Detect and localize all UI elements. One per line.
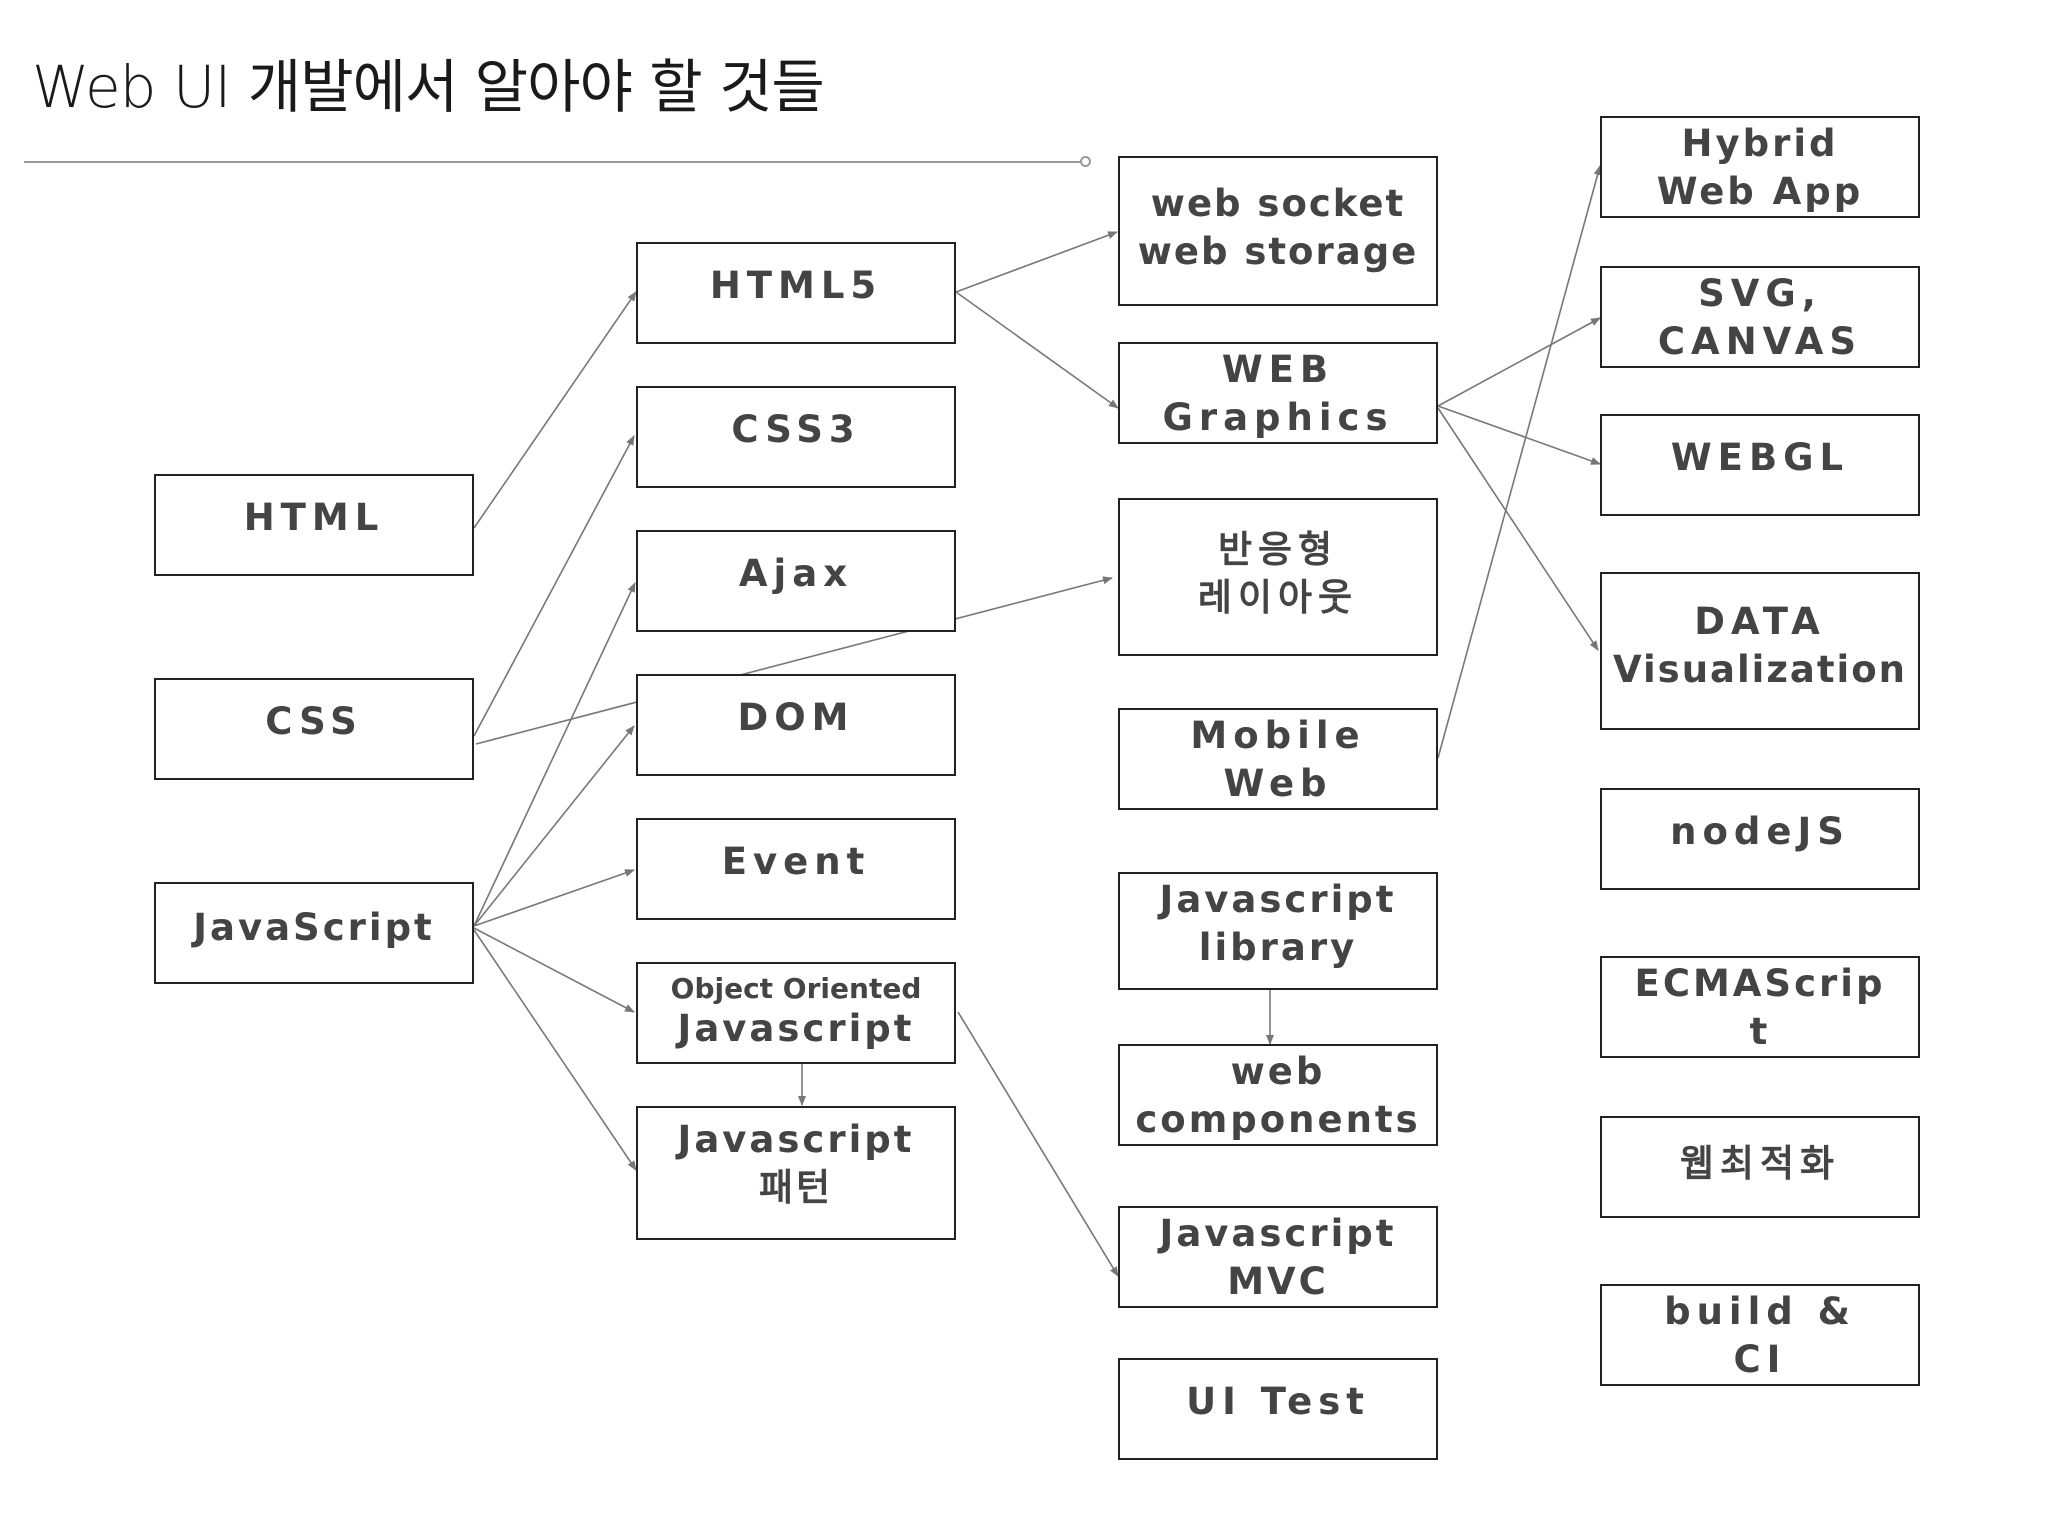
node-ajax: Ajax bbox=[636, 530, 956, 632]
node-jspattern-label-2: 패턴 bbox=[758, 1166, 834, 1209]
node-buildci-label-2: CI bbox=[1733, 1338, 1787, 1381]
node-uitest: UI Test bbox=[1118, 1358, 1438, 1460]
edge-oojs-jsmvc bbox=[957, 1011, 1119, 1277]
title-divider-endpoint bbox=[1080, 156, 1091, 167]
edge-css-css3 bbox=[473, 435, 635, 737]
node-svgcanvas-label-1: SVG, bbox=[1698, 272, 1822, 315]
node-javascript-label: JavaScript bbox=[193, 906, 435, 949]
node-ajax-label: Ajax bbox=[738, 552, 854, 595]
node-ecmascript-label-2: t bbox=[1749, 1010, 1771, 1053]
node-responsive: 반응형 레이아웃 bbox=[1118, 498, 1438, 656]
node-mobileweb: Mobile Web bbox=[1118, 708, 1438, 810]
node-css3-label: CSS3 bbox=[731, 408, 861, 451]
edge-webgraphics-dataviz bbox=[1437, 407, 1599, 651]
node-jslibrary-label-2: library bbox=[1198, 926, 1358, 969]
edge-javascript-dom bbox=[473, 725, 635, 927]
node-oojs: Object Oriented Javascript bbox=[636, 962, 956, 1064]
edge-html-html5 bbox=[473, 291, 637, 529]
node-responsive-label-1: 반응형 bbox=[1217, 528, 1339, 571]
node-hybrid-label-2: Web App bbox=[1656, 170, 1864, 213]
node-jsmvc-label-1: Javascript bbox=[1159, 1212, 1397, 1255]
node-html: HTML bbox=[154, 474, 474, 576]
title-divider bbox=[24, 161, 1084, 163]
node-webopt-label: 웹최적화 bbox=[1679, 1142, 1841, 1185]
node-javascript: JavaScript bbox=[154, 882, 474, 984]
node-dom: DOM bbox=[636, 674, 956, 776]
node-mobileweb-label-1: Mobile bbox=[1190, 714, 1366, 757]
node-css: CSS bbox=[154, 678, 474, 780]
node-nodejs: nodeJS bbox=[1600, 788, 1920, 890]
node-html5-label: HTML5 bbox=[709, 264, 883, 307]
node-websocket: web socket web storage bbox=[1118, 156, 1438, 306]
node-mobileweb-label-2: Web bbox=[1223, 762, 1333, 805]
node-html5: HTML5 bbox=[636, 242, 956, 344]
node-uitest-label: UI Test bbox=[1186, 1380, 1370, 1423]
edge-javascript-event bbox=[473, 869, 635, 927]
node-dataviz-label-2: Visualization bbox=[1613, 648, 1907, 691]
node-nodejs-label: nodeJS bbox=[1670, 810, 1850, 853]
node-event-label: Event bbox=[721, 840, 871, 883]
node-webopt: 웹최적화 bbox=[1600, 1116, 1920, 1218]
node-buildci: build & CI bbox=[1600, 1284, 1920, 1386]
node-buildci-label-1: build & bbox=[1664, 1290, 1856, 1333]
node-jsmvc: Javascript MVC bbox=[1118, 1206, 1438, 1308]
node-webgraphics-label-2: Graphics bbox=[1162, 396, 1394, 439]
edge-webgraphics-svgcanvas bbox=[1437, 317, 1601, 407]
node-webgl: WEBGL bbox=[1600, 414, 1920, 516]
node-hybrid: Hybrid Web App bbox=[1600, 116, 1920, 218]
edge-html5-websocket bbox=[955, 231, 1118, 293]
node-svgcanvas: SVG, CANVAS bbox=[1600, 266, 1920, 368]
node-css3: CSS3 bbox=[636, 386, 956, 488]
edge-javascript-oojs bbox=[473, 927, 635, 1013]
node-webgraphics-label-1: WEB bbox=[1221, 348, 1335, 391]
node-css-label: CSS bbox=[265, 700, 363, 743]
node-jspattern: Javascript 패턴 bbox=[636, 1106, 956, 1240]
node-dataviz: DATA Visualization bbox=[1600, 572, 1920, 730]
node-websocket-label-2: web storage bbox=[1137, 230, 1419, 273]
node-websocket-label-1: web socket bbox=[1150, 182, 1406, 225]
node-ecmascript: ECMAScrip t bbox=[1600, 956, 1920, 1058]
node-jsmvc-label-2: MVC bbox=[1227, 1260, 1329, 1303]
node-svgcanvas-label-2: CANVAS bbox=[1657, 320, 1863, 363]
node-webcomponents-label-2: components bbox=[1135, 1098, 1421, 1141]
node-html-label: HTML bbox=[243, 496, 385, 539]
node-jspattern-label-1: Javascript bbox=[677, 1118, 915, 1161]
node-webgl-label: WEBGL bbox=[1670, 436, 1850, 479]
node-webcomponents: web components bbox=[1118, 1044, 1438, 1146]
slide-title: Web UI 개발에서 알아야 할 것들 bbox=[32, 53, 825, 121]
node-oojs-label: Javascript bbox=[677, 1007, 915, 1050]
node-jslibrary: Javascript library bbox=[1118, 872, 1438, 990]
node-event: Event bbox=[636, 818, 956, 920]
edge-html5-webgraphics bbox=[955, 291, 1119, 409]
edge-javascript-ajax bbox=[473, 582, 636, 927]
node-hybrid-label-1: Hybrid bbox=[1681, 122, 1839, 165]
node-dom-label: DOM bbox=[737, 696, 855, 739]
edge-mobileweb-hybrid bbox=[1437, 165, 1602, 759]
node-webcomponents-label-1: web bbox=[1230, 1050, 1326, 1093]
node-ecmascript-label-1: ECMAScrip bbox=[1634, 962, 1886, 1005]
edge-webgraphics-webgl bbox=[1437, 405, 1601, 465]
node-jslibrary-label-1: Javascript bbox=[1159, 878, 1397, 921]
node-oojs-sub-label: Object Oriented bbox=[670, 972, 922, 1005]
edge-javascript-jspattern bbox=[473, 929, 637, 1171]
node-webgraphics: WEB Graphics bbox=[1118, 342, 1438, 444]
node-dataviz-label-1: DATA bbox=[1694, 600, 1826, 643]
node-responsive-label-2: 레이아웃 bbox=[1197, 576, 1359, 619]
